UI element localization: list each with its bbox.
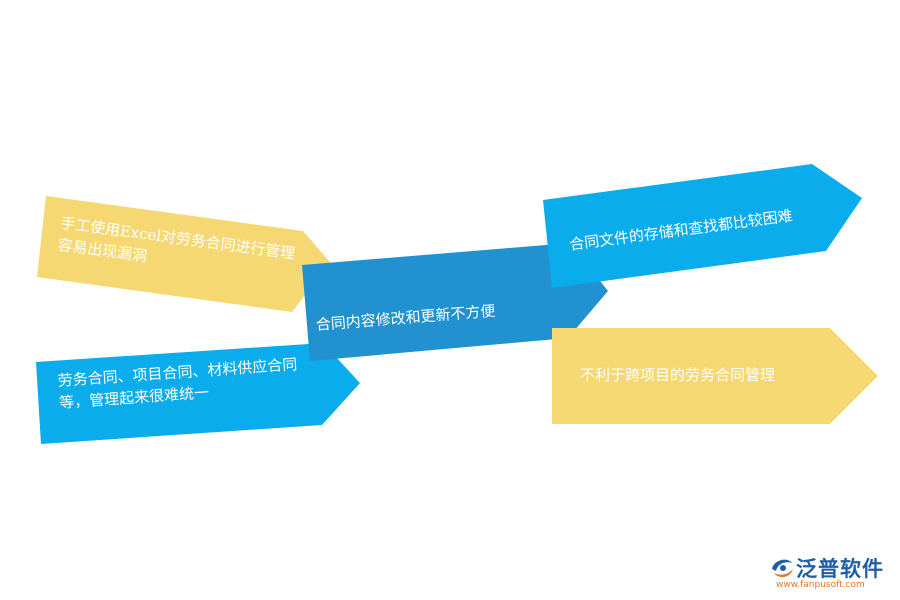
card-storage-search [543, 164, 862, 288]
logo-name: 泛普软件 [796, 557, 884, 581]
card-manual-excel [37, 196, 330, 312]
brand-logo: 泛普软件 www.fanpusoft.com [768, 553, 893, 593]
card-label-cross-project: 不利于跨项目的劳务合同管理 [580, 366, 776, 384]
card-update-inconvenient [302, 243, 608, 361]
logo-url: www.fanpusoft.com [776, 580, 865, 590]
fanpu-logo-icon [772, 559, 793, 578]
card-cross-project [552, 328, 878, 424]
card-contract-types [36, 343, 360, 444]
